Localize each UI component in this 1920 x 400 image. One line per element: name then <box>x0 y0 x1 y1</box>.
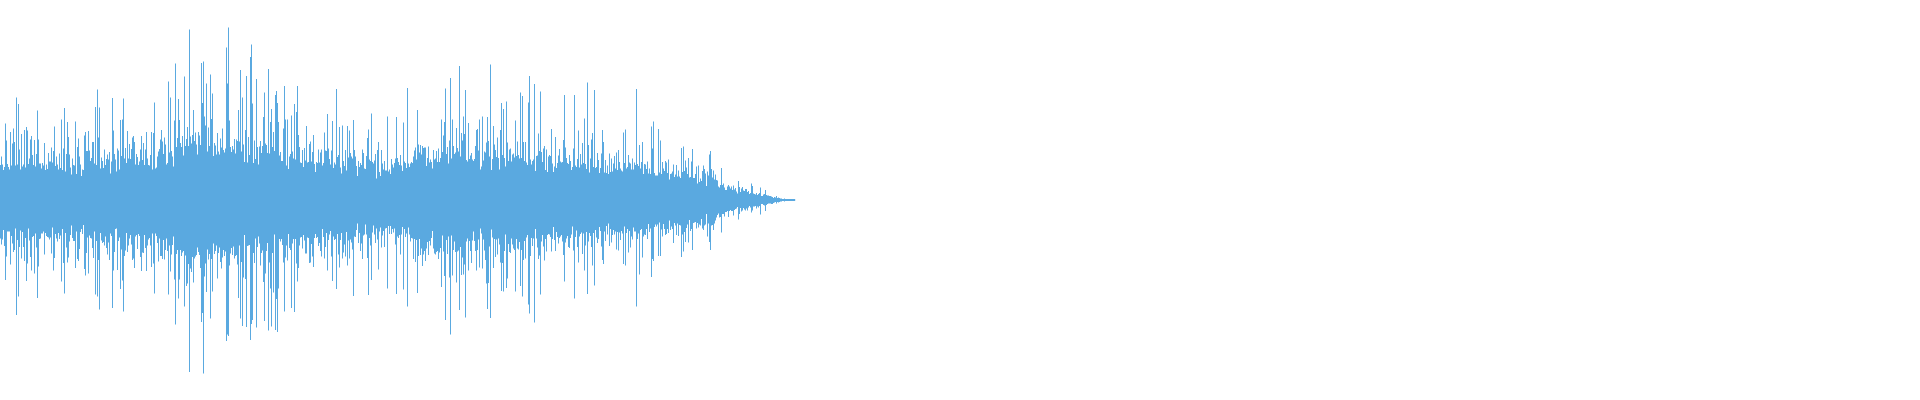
audio-waveform <box>0 27 796 374</box>
waveform-canvas <box>0 27 796 374</box>
